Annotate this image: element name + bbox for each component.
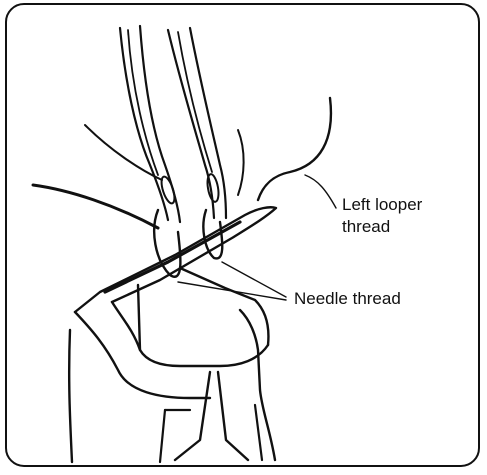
left-looper-label-line1: Left looper [342,195,423,214]
looper-body [69,207,276,462]
needle-thread-leader-lower [178,282,286,300]
left-needle [120,26,180,222]
right-side-thread [238,130,244,195]
left-looper-label-line2: thread [342,217,390,236]
figure-frame [6,4,479,466]
right-needle [168,28,226,218]
left-looper-leader-line [305,175,336,208]
needle-thread-label: Needle thread [294,289,401,308]
needle-thread-loops [154,210,222,277]
left-background-curve [33,185,158,228]
